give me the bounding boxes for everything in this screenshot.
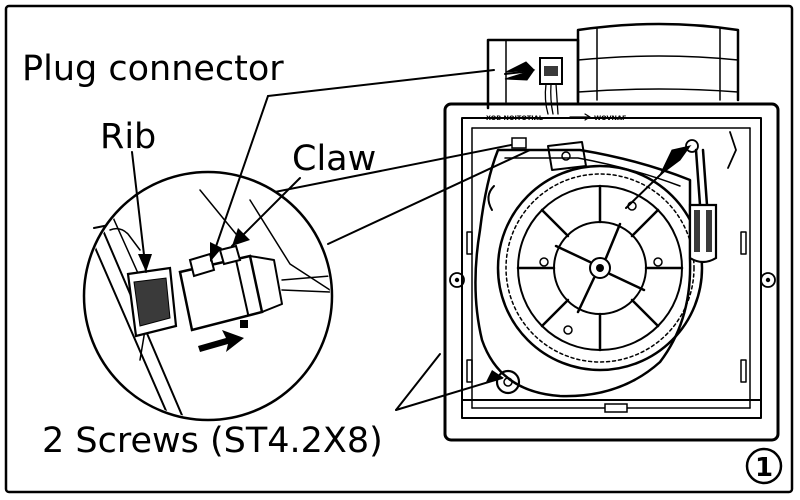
housing-print-left: XOB NOITOTIAL <box>486 114 543 122</box>
push-direction-arrow <box>198 330 244 352</box>
screwdriver <box>688 148 718 264</box>
detail-magnifier <box>82 170 334 422</box>
housing-print-right: WOVNAF <box>594 114 626 122</box>
exhaust-duct <box>576 22 740 103</box>
claw-label: Claw <box>292 139 376 179</box>
rib-label: Rib <box>100 117 156 157</box>
screws-label: 2 Screws (ST4.2X8) <box>42 421 383 461</box>
step-number-text: 1 <box>755 453 773 483</box>
housing-print-arrow <box>569 113 591 121</box>
label-arrowheads <box>138 228 504 382</box>
plug-connector-label: Plug connector <box>22 49 284 89</box>
blower-assembly <box>474 131 737 398</box>
callout-origin-marker <box>511 137 527 149</box>
fan-housing <box>443 102 780 442</box>
outer-frame <box>4 4 794 494</box>
housing-plug-connector <box>539 57 563 115</box>
step-number-badge: 1 <box>745 447 783 485</box>
junction-box <box>486 38 580 110</box>
plug-pointer-arrow <box>504 61 536 81</box>
